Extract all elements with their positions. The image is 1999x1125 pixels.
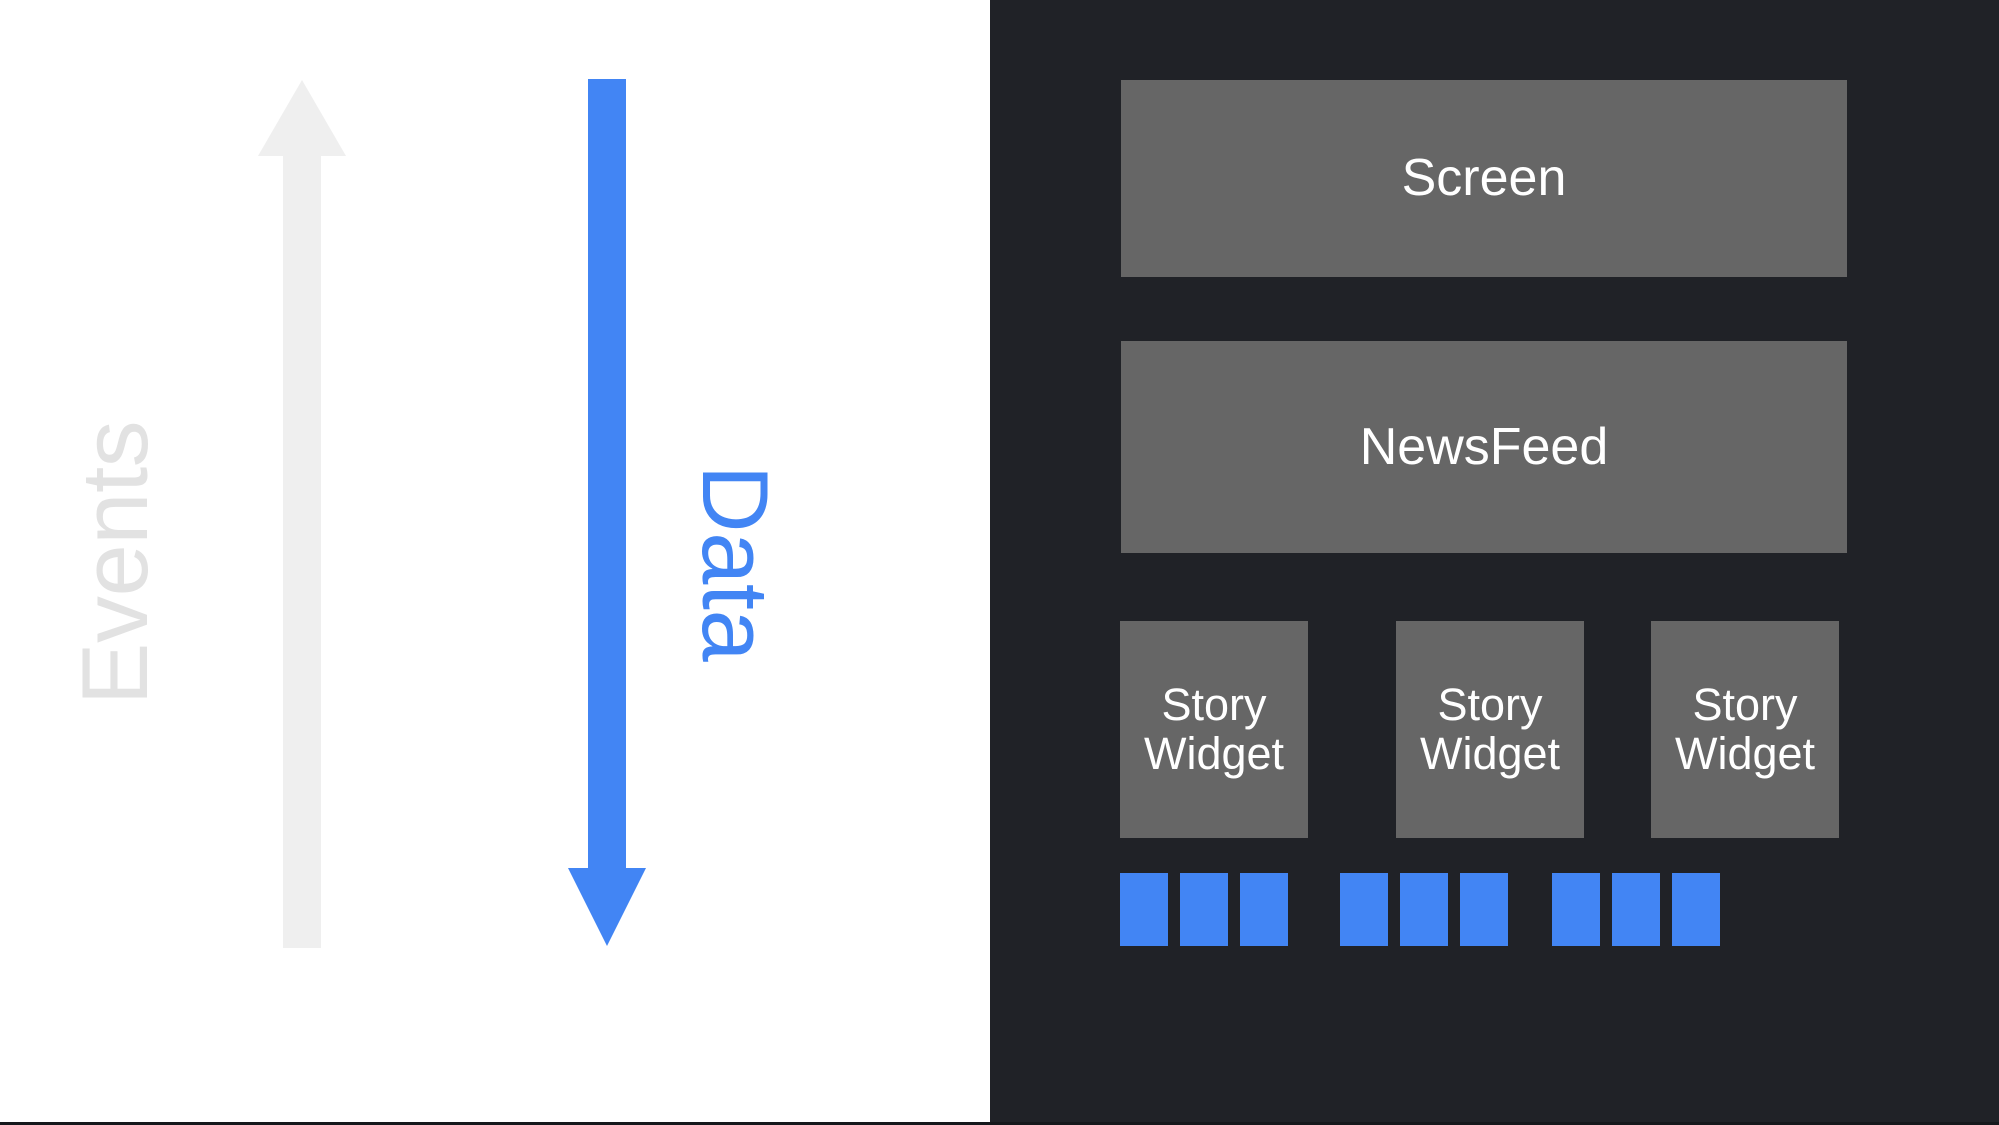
bottom-rule [0,1122,1999,1125]
node-story-widget-label: Story Widget [1674,678,1816,779]
node-newsfeed: NewsFeed [1121,341,1847,553]
leaf-node-group [1340,873,1508,946]
leaf-node-group [1120,873,1288,946]
data-arrow [568,79,646,946]
leaf-node [1460,873,1508,946]
leaf-node [1552,873,1600,946]
data-arrow-shaft [588,79,626,871]
node-story-widget: Story Widget [1651,621,1839,838]
leaf-node [1400,873,1448,946]
node-screen-label: Screen [1401,149,1567,208]
flow-legend-panel: Events Data [0,0,990,1125]
node-story-widget: Story Widget [1120,621,1308,838]
leaf-node-group [1552,873,1720,946]
events-label: Events [0,0,230,1125]
events-arrow-shaft [283,154,321,948]
node-story-widget-label-line1: Story [1692,678,1798,730]
node-story-widget-label: Story Widget [1143,678,1285,779]
node-story-widget-label: Story Widget [1419,678,1561,779]
node-story-widget-label-line1: Story [1437,678,1543,730]
events-arrow [258,80,346,948]
data-label: Data [620,0,850,1125]
events-label-text: Events [62,420,167,705]
node-story-widget-label-line2: Widget [1419,727,1561,779]
node-story-widget-label-line2: Widget [1143,727,1285,779]
node-story-widget: Story Widget [1396,621,1584,838]
leaf-node [1672,873,1720,946]
node-story-widget-label-line1: Story [1161,678,1267,730]
data-arrow-head-icon [568,868,646,946]
leaf-node [1120,873,1168,946]
node-story-widget-label-line2: Widget [1674,727,1816,779]
events-arrow-head-icon [258,80,346,156]
leaf-node [1340,873,1388,946]
node-screen: Screen [1121,80,1847,277]
data-label-text: Data [683,464,788,661]
leaf-node [1180,873,1228,946]
node-newsfeed-label: NewsFeed [1359,417,1609,476]
component-tree-panel: Screen NewsFeed Story Widget Story Widge… [990,0,1999,1125]
leaf-node [1240,873,1288,946]
leaf-node [1612,873,1660,946]
